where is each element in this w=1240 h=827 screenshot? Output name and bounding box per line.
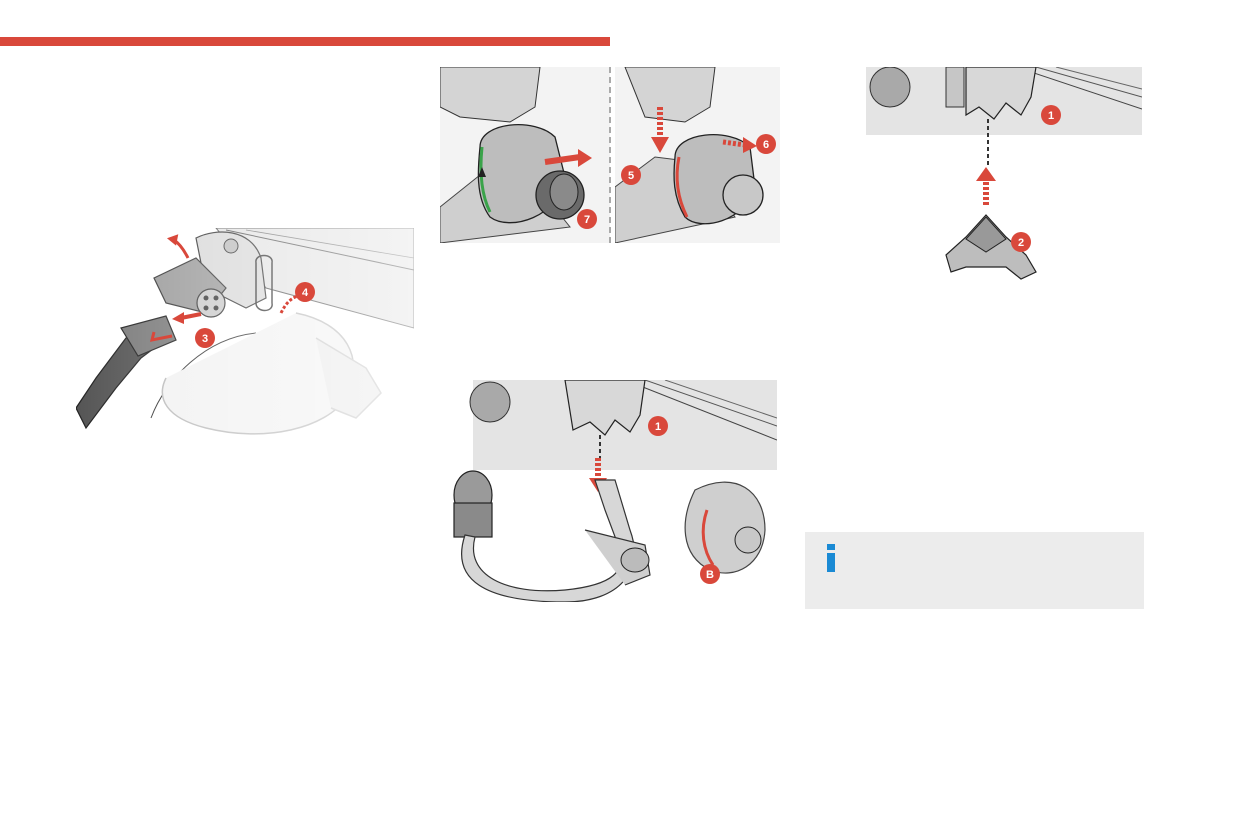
- step-marker-4: [295, 282, 315, 302]
- svg-text:7: 7: [584, 214, 590, 226]
- figure-unplug-harness: 4 3: [76, 228, 414, 454]
- svg-text:1: 1: [655, 421, 661, 433]
- step-marker-1: [1041, 105, 1061, 125]
- svg-text:1: 1: [1048, 110, 1054, 122]
- step-marker-2: [1011, 232, 1031, 252]
- step-marker-7: [577, 209, 597, 229]
- svg-text:5: 5: [628, 170, 634, 182]
- svg-text:6: 6: [763, 139, 769, 151]
- figure-insert-tow-ball: 1 B: [445, 380, 777, 602]
- figure-fit-cap: 1 2: [866, 67, 1142, 287]
- header-accent-bar: [0, 37, 610, 46]
- figure-divider: [609, 67, 615, 243]
- svg-text:2: 2: [1018, 237, 1024, 249]
- info-box: [805, 532, 1144, 609]
- step-marker-5: [621, 165, 641, 185]
- figure-unlock-handwheel: 7: [440, 67, 610, 243]
- step-marker-b: [700, 564, 720, 584]
- info-icon: [827, 544, 835, 572]
- svg-text:4: 4: [302, 287, 309, 299]
- svg-text:B: B: [706, 569, 714, 581]
- step-marker-3: [195, 328, 215, 348]
- figure-release-ball: 6 5: [615, 67, 780, 243]
- step-marker-1: [648, 416, 668, 436]
- step-marker-6: [756, 134, 776, 154]
- svg-text:3: 3: [202, 333, 208, 345]
